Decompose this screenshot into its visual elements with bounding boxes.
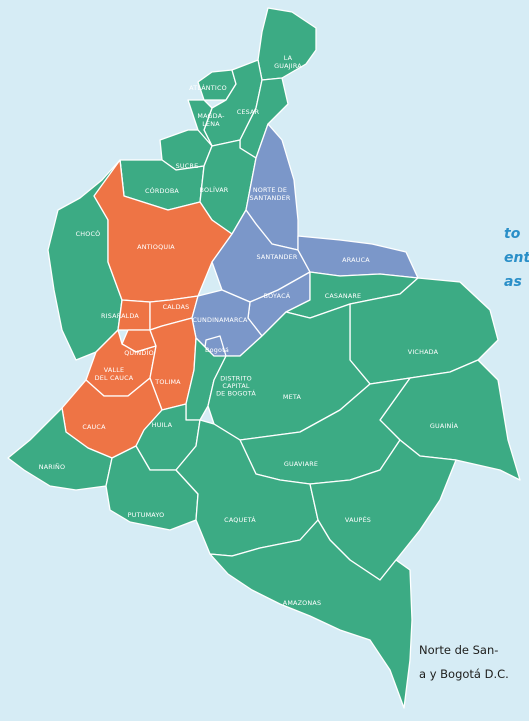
region-distrito-capital[interactable] — [185, 337, 227, 421]
label-sucre: SUCRE — [176, 162, 199, 170]
label-line: META — [283, 393, 302, 401]
side-text-line-3: as — [504, 274, 522, 290]
label-guainia: GUAINÍA — [430, 421, 459, 430]
label-line: ANTIOQUIA — [137, 243, 175, 251]
region-narino[interactable] — [7, 407, 113, 491]
label-line: CALDAS — [163, 303, 190, 311]
label-bolivar: BOLÍVAR — [200, 185, 229, 194]
label-line: VAUPÉS — [345, 515, 371, 524]
side-text-fragment: to ento as — [504, 222, 529, 294]
label-quindio: QUINDÍO — [124, 348, 154, 357]
side-text-line-2: ento — [504, 250, 529, 266]
label-line: VALLE — [104, 366, 125, 374]
label-line: NARIÑO — [39, 462, 66, 471]
label-cauca: CAUCA — [82, 423, 106, 431]
label-line: BOYACÁ — [264, 291, 291, 300]
label-line: SANTANDER — [249, 194, 290, 202]
label-line: PUTUMAYO — [128, 511, 165, 519]
label-line: HUILA — [152, 421, 173, 429]
label-line: BOLÍVAR — [200, 185, 229, 194]
label-line: DE BOGOTÁ — [216, 389, 256, 398]
label-santander: SANTANDER — [256, 253, 297, 261]
label-magdalena: MAGDA-LENA — [197, 112, 224, 128]
label-line: CAPITAL — [222, 382, 250, 390]
label-cordoba: CÓRDOBA — [145, 186, 179, 195]
label-tolima: TOLIMA — [154, 378, 181, 386]
side-text-line-1: to — [504, 226, 521, 242]
label-vichada: VICHADA — [408, 348, 439, 356]
label-line: RISARALDA — [101, 312, 139, 320]
label-line: CESAR — [237, 108, 260, 116]
label-line: VICHADA — [408, 348, 439, 356]
label-putumayo: PUTUMAYO — [128, 511, 165, 519]
label-line: MAGDA- — [197, 112, 224, 120]
label-line: GUAJIRA — [274, 62, 302, 70]
label-line: Bogotá — [205, 346, 229, 354]
label-line: NORTE DE — [253, 186, 287, 194]
region-la-guajira[interactable] — [257, 7, 317, 81]
caption-line-1: Norte de San- — [419, 643, 499, 657]
label-line: LENA — [202, 120, 220, 128]
label-boyaca: BOYACÁ — [264, 291, 291, 300]
label-amazonas: AMAZONAS — [283, 599, 321, 607]
label-line: LA — [284, 54, 293, 62]
label-line: DEL CAUCA — [95, 374, 134, 382]
label-line: CAQUETÁ — [224, 515, 256, 524]
label-line: TOLIMA — [154, 378, 181, 386]
label-line: GUAVIARE — [284, 460, 318, 468]
caption-fragment: Norte de San- a y Bogotá D.C. — [419, 638, 509, 686]
label-line: ATLÁNTICO — [189, 83, 227, 92]
label-line: AMAZONAS — [283, 599, 321, 607]
label-line: CASANARE — [325, 292, 362, 300]
label-arauca: ARAUCA — [342, 256, 370, 264]
label-line: GUAINÍA — [430, 421, 459, 430]
label-cesar: CESAR — [237, 108, 260, 116]
label-line: QUINDÍO — [124, 348, 154, 357]
label-narino: NARIÑO — [39, 462, 66, 471]
caption-line-2: a y Bogotá D.C. — [419, 667, 509, 681]
label-line: DISTRITO — [220, 374, 252, 382]
label-risaralda: RISARALDA — [101, 312, 139, 320]
label-guaviare: GUAVIARE — [284, 460, 318, 468]
label-line: SANTANDER — [256, 253, 297, 261]
department-shapes — [7, 7, 521, 709]
label-casanare: CASANARE — [325, 292, 362, 300]
label-line: CÓRDOBA — [145, 186, 179, 195]
label-line: CUNDINAMARCA — [192, 316, 248, 324]
label-atlantico: ATLÁNTICO — [189, 83, 227, 92]
label-line: CAUCA — [82, 423, 106, 431]
label-caldas: CALDAS — [163, 303, 190, 311]
region-amazonas[interactable] — [209, 519, 413, 709]
label-cundinamarca: CUNDINAMARCA — [192, 316, 248, 324]
label-line: ARAUCA — [342, 256, 370, 264]
label-choco: CHOCÓ — [76, 229, 101, 238]
label-bogota: Bogotá — [205, 346, 229, 354]
label-huila: HUILA — [152, 421, 173, 429]
label-vaupes: VAUPÉS — [345, 515, 371, 524]
label-antioquia: ANTIOQUIA — [137, 243, 175, 251]
label-line: CHOCÓ — [76, 229, 101, 238]
label-caqueta: CAQUETÁ — [224, 515, 256, 524]
label-line: SUCRE — [176, 162, 199, 170]
label-meta: META — [283, 393, 302, 401]
